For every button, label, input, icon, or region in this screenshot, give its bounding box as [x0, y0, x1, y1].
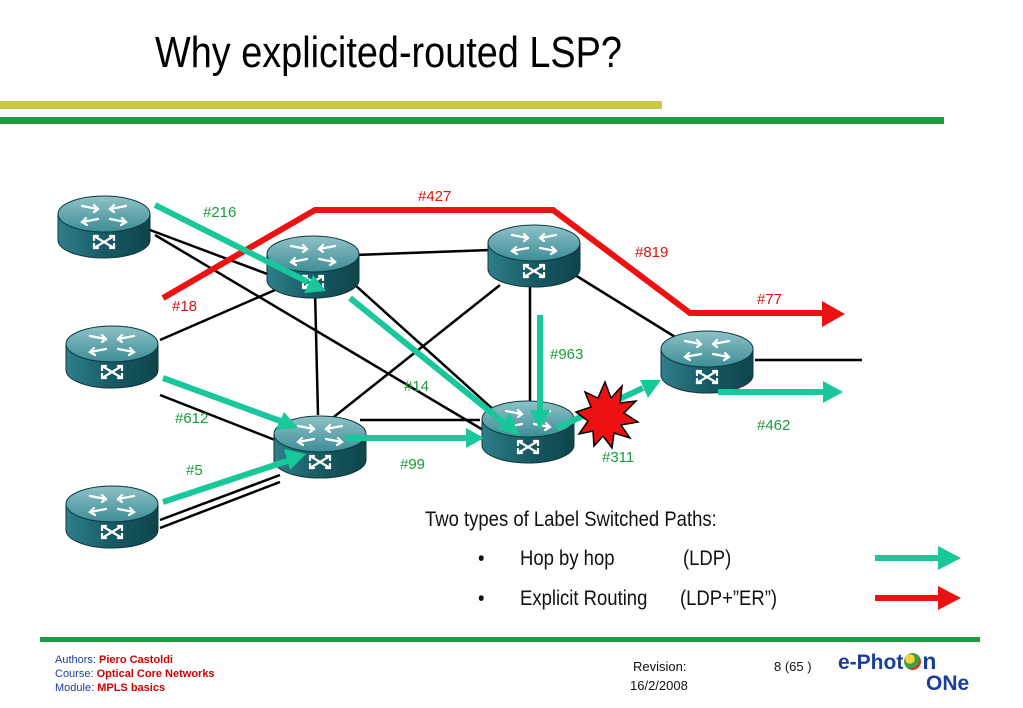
logo-text-line1: e-Phot [838, 651, 904, 674]
label-216: #216 [203, 204, 237, 221]
label-612: #612 [175, 410, 209, 427]
legend-arrow-hop-by-hop [875, 546, 961, 570]
module-label: Module: [55, 682, 98, 694]
router-edge-mid-left [64, 324, 160, 390]
title-underline-olive [0, 101, 662, 109]
link-failure-icon [574, 380, 641, 450]
router-core-2 [486, 223, 582, 289]
footer-divider [40, 637, 980, 642]
course-value: Optical Core Networks [96, 668, 215, 680]
label-427: #427 [418, 188, 452, 205]
legend-item-explicit-protocol: (LDP+”ER”) [680, 587, 778, 610]
globe-icon [904, 653, 922, 670]
title-underline-green [0, 117, 944, 124]
module-value: MPLS basics [97, 682, 166, 694]
legend-item-explicit: Explicit Routing [520, 587, 648, 610]
router-egress [659, 329, 755, 395]
legend-heading: Two types of Label Switched Paths: [425, 508, 717, 531]
router-core-4 [480, 399, 576, 465]
label-963: #963 [550, 346, 584, 363]
legend-bullet-1: • [478, 547, 485, 570]
network-links [149, 228, 862, 530]
logo-text-line2: ONe [926, 672, 970, 695]
explicit-route-path [161, 207, 845, 327]
label-99: #99 [400, 456, 426, 473]
revision-label: Revision: [633, 659, 687, 674]
logo-text-line1-end: n [922, 648, 937, 674]
label-462: #462 [757, 417, 791, 434]
label-5: #5 [186, 462, 203, 479]
label-18: #18 [172, 298, 198, 315]
course-label: Course: [55, 668, 97, 680]
revision-date: 16/2/2008 [630, 678, 688, 693]
router-edge-top-left [56, 194, 152, 260]
page-title: Why explicited-routed LSP? [155, 28, 622, 77]
legend-item-hop-by-hop: Hop by hop [520, 547, 615, 570]
authors-value: Piero Castoldi [99, 654, 173, 666]
label-311: #311 [602, 449, 635, 466]
legend-bullet-2: • [478, 587, 485, 610]
router-edge-bottom-left [64, 484, 160, 550]
legend-item-hop-by-hop-protocol: (LDP) [683, 547, 732, 570]
label-14: #14 [404, 378, 430, 395]
footer-credits: Authors: Piero Castoldi Course: Optical … [55, 653, 215, 695]
hop-by-hop-arrowheads [276, 275, 843, 470]
label-77: #77 [757, 291, 783, 308]
legend-arrow-explicit [875, 586, 961, 610]
page-number: 8 (65 ) [774, 659, 812, 674]
authors-label: Authors: [55, 654, 100, 666]
label-819: #819 [635, 244, 669, 261]
e-photon-one-logo: e-Phot n ONe [838, 648, 970, 695]
